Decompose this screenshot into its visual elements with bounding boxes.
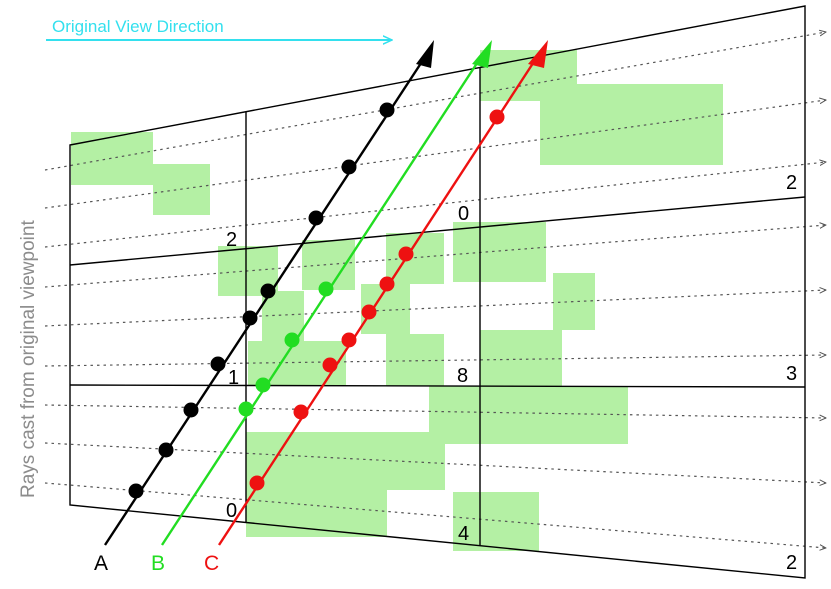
original-ray bbox=[44, 225, 826, 288]
ray-a-sample-point bbox=[341, 159, 357, 175]
ray-b-label: B bbox=[151, 552, 165, 575]
original-ray bbox=[44, 162, 826, 248]
occupied-cells bbox=[71, 50, 723, 551]
ray-a-label: A bbox=[94, 552, 108, 575]
occupied-block bbox=[453, 222, 546, 282]
cell-label: 4 bbox=[458, 523, 469, 545]
cell-labels: 2 0 2 1 8 3 0 4 2 bbox=[226, 172, 797, 574]
occupied-block bbox=[480, 330, 562, 386]
ray-c-sample-point bbox=[361, 304, 377, 320]
ray-c-samples bbox=[249, 109, 505, 491]
cell-label: 0 bbox=[226, 500, 237, 522]
original-rays bbox=[44, 32, 826, 548]
ray-c-sample-point bbox=[293, 404, 309, 420]
ray-c-sample-point bbox=[322, 357, 338, 373]
ray-c-label: C bbox=[204, 552, 219, 575]
cell-label: 8 bbox=[457, 365, 468, 387]
cell-label: 3 bbox=[786, 363, 797, 385]
ray-a-sample-point bbox=[128, 483, 144, 499]
ray-a-sample-point bbox=[379, 102, 395, 118]
ray-a-sample-point bbox=[260, 283, 276, 299]
ray-c-sample-point bbox=[489, 109, 505, 125]
cell-label: 1 bbox=[228, 367, 239, 389]
original-ray bbox=[44, 355, 826, 367]
grid-row-line bbox=[69, 196, 806, 266]
ray-b bbox=[160, 40, 492, 546]
ray-c bbox=[217, 40, 548, 546]
ray-b-samples bbox=[238, 281, 334, 417]
ray-b-arrowhead bbox=[472, 40, 492, 68]
ray-a-sample-point bbox=[242, 310, 258, 326]
ray-a-sample-point bbox=[308, 210, 324, 226]
occupied-block bbox=[386, 334, 444, 386]
cell-label: 2 bbox=[786, 172, 797, 194]
view-direction-title: Original View Direction bbox=[52, 17, 224, 36]
ray-c-sample-point bbox=[341, 332, 357, 348]
ray-c-sample-point bbox=[379, 276, 395, 292]
ray-c-sample-point bbox=[398, 246, 414, 262]
original-ray bbox=[44, 290, 826, 327]
ray-c-arrowhead bbox=[528, 40, 548, 68]
ray-c-line bbox=[217, 53, 541, 546]
original-ray bbox=[44, 100, 826, 209]
original-ray bbox=[44, 404, 826, 418]
ray-a-sample-point bbox=[183, 402, 199, 418]
ray-a-sample-point bbox=[158, 442, 174, 458]
cell-label: 2 bbox=[226, 229, 237, 251]
ray-a-samples bbox=[128, 102, 395, 499]
original-ray bbox=[44, 442, 826, 483]
ray-b-sample-point bbox=[284, 332, 300, 348]
cell-label: 0 bbox=[458, 203, 469, 225]
occupied-block bbox=[453, 492, 539, 551]
occupied-block bbox=[262, 291, 304, 341]
grid bbox=[69, 5, 806, 579]
side-label: Rays cast from original viewpoint bbox=[18, 220, 39, 498]
occupied-block bbox=[540, 84, 723, 165]
ray-b-sample-point bbox=[255, 377, 271, 393]
ray-b-sample-point bbox=[318, 281, 334, 297]
ray-b-sample-point bbox=[238, 401, 254, 417]
ray-b-line bbox=[160, 53, 485, 546]
original-ray bbox=[44, 32, 826, 171]
occupied-block bbox=[429, 386, 628, 444]
ray-c-sample-point bbox=[249, 475, 265, 491]
ray-a-arrowhead bbox=[416, 40, 434, 68]
occupied-block bbox=[553, 273, 595, 330]
occupied-block bbox=[246, 432, 445, 490]
ray-a bbox=[103, 40, 434, 546]
ray-a-sample-point bbox=[210, 356, 226, 372]
ray-a-line bbox=[103, 53, 429, 546]
occupied-block bbox=[71, 132, 153, 185]
original-ray bbox=[44, 482, 826, 548]
cell-label: 2 bbox=[786, 552, 797, 574]
grid-row-line bbox=[69, 384, 806, 388]
